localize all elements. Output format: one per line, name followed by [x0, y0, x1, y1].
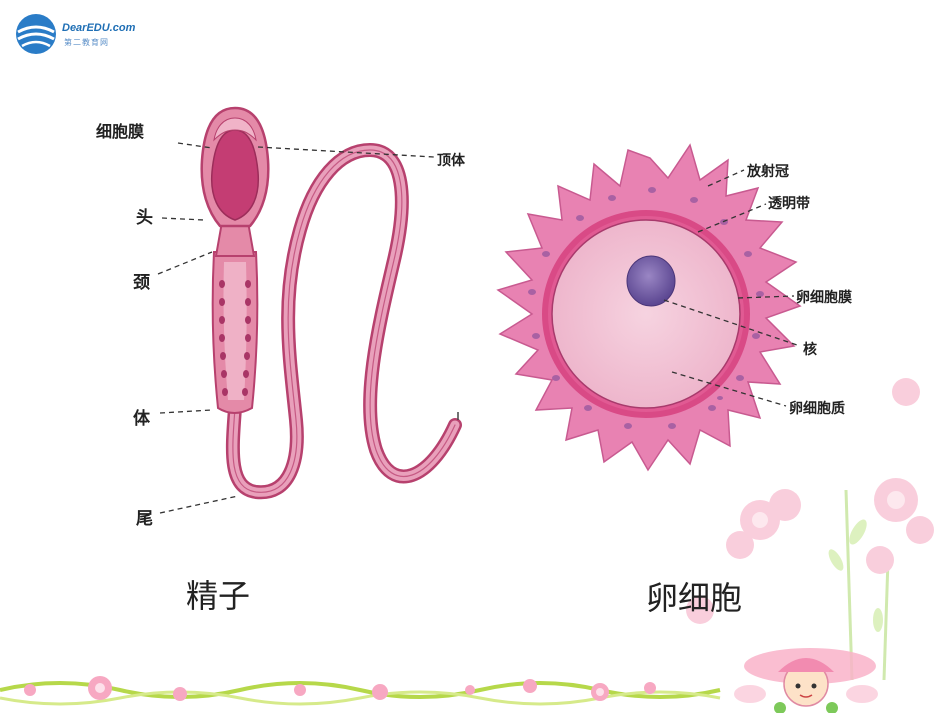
- label-body: 体: [133, 409, 150, 429]
- sperm-acrosome: [213, 117, 257, 142]
- label-corona-radiata: 放射冠: [747, 164, 789, 180]
- label-cell-membrane: 细胞膜: [96, 122, 145, 141]
- decorative-flowers: [686, 378, 934, 681]
- sperm-nucleus: [210, 129, 260, 221]
- egg-leader-lines: [663, 169, 801, 407]
- egg-cytoplasm: [551, 219, 741, 409]
- caption-sperm: 精子: [186, 577, 251, 615]
- label-cytoplasm: 卵细胞质: [789, 401, 845, 417]
- sperm-tail: [225, 142, 462, 500]
- label-head: 头: [136, 208, 153, 228]
- caption-egg: 卵细胞: [646, 579, 743, 617]
- globe-logo-icon: [16, 14, 56, 54]
- egg-diagram: [496, 143, 802, 472]
- logo-sub-text: 第二教育网: [64, 38, 109, 47]
- sperm-leader-lines: [157, 142, 435, 514]
- label-zona-pellucida: 透明带: [768, 196, 810, 212]
- sperm-diagram: [157, 106, 462, 514]
- label-egg-membrane: 卵细胞膜: [796, 290, 852, 306]
- fairy-decoration: [734, 648, 878, 713]
- label-tail: 尾: [136, 509, 153, 529]
- mitochondria-dots: [219, 280, 251, 396]
- label-nucleus: 核: [803, 342, 817, 358]
- label-acrosome: 顶体: [437, 153, 465, 169]
- label-neck: 颈: [133, 273, 150, 293]
- logo-brand-text: DearEDU.com: [62, 22, 136, 34]
- egg-nucleus: [626, 255, 676, 307]
- dearedu-logo: DearEDU.com 第二教育网: [14, 12, 154, 58]
- vine-border: [0, 676, 721, 706]
